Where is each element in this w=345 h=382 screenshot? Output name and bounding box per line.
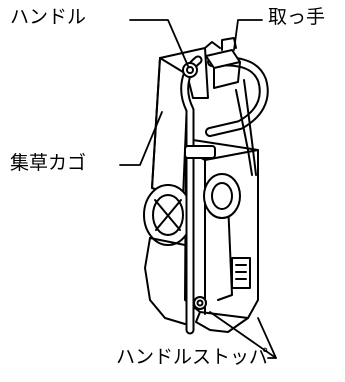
label-handle: ハンドル	[10, 6, 87, 28]
label-grip: 取っ手	[268, 6, 326, 28]
leader-lines	[119, 19, 277, 359]
grip-shape	[205, 37, 257, 176]
label-grass-bag: 集草カゴ	[10, 152, 87, 174]
label-handle-stopper: ハンドルストッパ	[116, 346, 269, 368]
mower-body-shape	[143, 139, 259, 333]
